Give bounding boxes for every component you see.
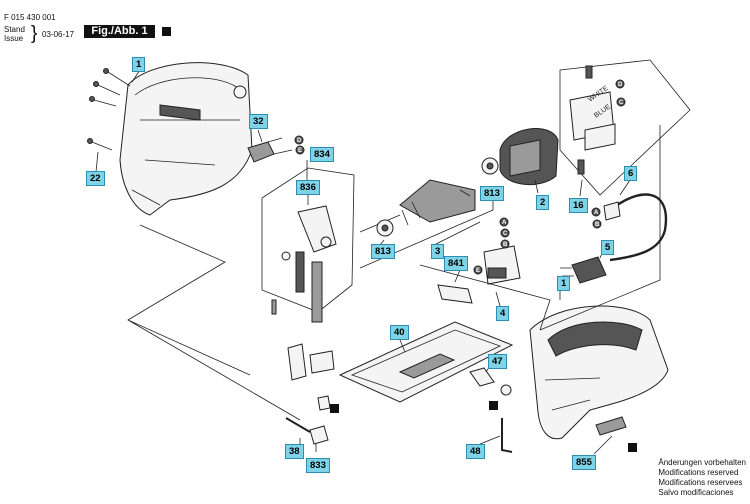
callout-5: 5 <box>601 240 615 255</box>
guide-roller-drawing <box>469 367 495 387</box>
plug-drawing <box>571 256 607 284</box>
svg-text:D: D <box>297 138 302 144</box>
power-cable-drawing: A B <box>591 193 668 262</box>
svg-text:C: C <box>503 231 508 237</box>
callout-1-body: 1 <box>557 276 571 291</box>
notice-en: Modifications reserved <box>658 468 739 477</box>
marker-833 <box>330 404 339 413</box>
modifications-notice: Änderungen vorbehalten Modifications res… <box>658 458 746 498</box>
callout-32: 32 <box>249 114 268 129</box>
callout-1-housing: 1 <box>132 57 146 72</box>
callout-855: 855 <box>572 455 596 470</box>
brace: } <box>31 23 38 44</box>
callout-2: 2 <box>536 195 550 210</box>
notice-es: Salvo modificaciones <box>658 488 734 497</box>
knob-drawing <box>437 284 473 304</box>
svg-text:E: E <box>476 268 480 274</box>
figure-label: Fig./Abb. 1 <box>84 25 155 38</box>
armature-drawing <box>359 157 499 237</box>
switch-assembly-drawing <box>261 167 355 381</box>
callout-836: 836 <box>296 180 320 195</box>
svg-text:C: C <box>619 100 624 106</box>
callout-40: 40 <box>390 325 409 340</box>
notice-de: Änderungen vorbehalten <box>658 458 746 467</box>
stand-label: Stand <box>4 25 25 34</box>
svg-text:A: A <box>502 220 507 226</box>
callout-16: 16 <box>569 198 588 213</box>
callout-3: 3 <box>431 244 445 259</box>
housing-half-drawing <box>119 62 253 216</box>
callout-813-right: 813 <box>480 186 504 201</box>
marker-855 <box>628 443 637 452</box>
wiring-block-drawing: D C WHITE BLUE <box>559 59 691 196</box>
svg-text:A: A <box>594 210 599 216</box>
svg-text:D: D <box>618 82 623 88</box>
notice-fr: Modifications reservees <box>658 478 743 487</box>
callout-4: 4 <box>496 306 510 321</box>
doc-number: F 015 430 001 <box>4 13 56 22</box>
callout-833: 833 <box>306 458 330 473</box>
callout-38: 38 <box>285 444 304 459</box>
allen-key-drawing <box>501 418 513 453</box>
svg-text:B: B <box>595 222 600 228</box>
svg-text:E: E <box>298 148 302 154</box>
callout-813-left: 813 <box>371 244 395 259</box>
callout-834: 834 <box>310 147 334 162</box>
callout-6: 6 <box>624 166 638 181</box>
marker-47 <box>489 401 498 410</box>
screws-drawing <box>87 68 131 151</box>
callout-48: 48 <box>466 444 485 459</box>
jigsaw-body-drawing <box>529 305 669 440</box>
header-marker <box>162 27 171 36</box>
callout-47: 47 <box>488 354 507 369</box>
base-plate-drawing <box>338 321 514 403</box>
issue-date: 03-06-17 <box>42 30 75 39</box>
callout-841: 841 <box>444 256 468 271</box>
svg-text:B: B <box>503 242 508 248</box>
issue-label: Issue <box>4 34 24 43</box>
field-coil-drawing <box>499 128 559 186</box>
callout-22: 22 <box>86 171 105 186</box>
switch-drawing: A C B E D E <box>294 135 521 285</box>
